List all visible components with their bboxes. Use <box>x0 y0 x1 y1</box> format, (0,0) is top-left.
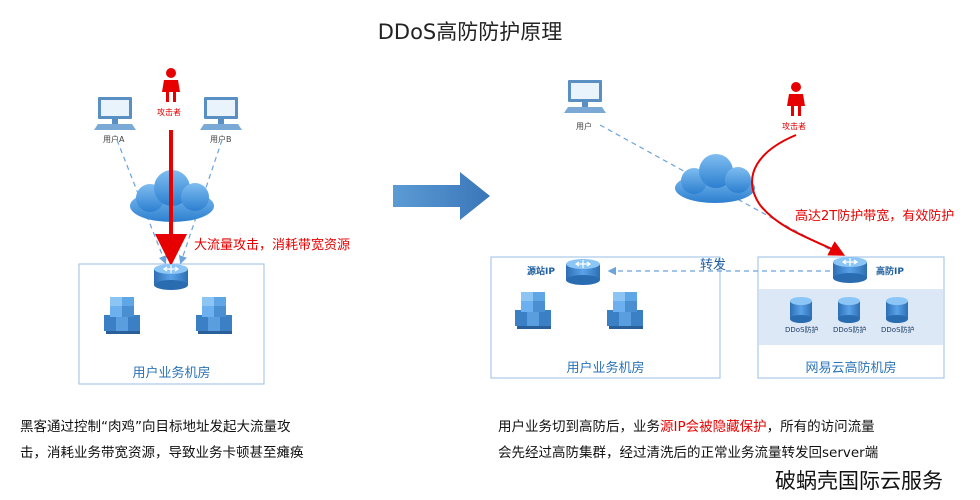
attacker-icon <box>162 68 180 102</box>
user-a-label: 用户A <box>103 135 125 144</box>
right-desc-text-a: 用户业务切到高防后，业务 <box>498 419 660 435</box>
attacker-label: 攻击者 <box>157 108 181 117</box>
bandwidth-caption: 高达2T防护带宽，有效防护 <box>795 209 955 224</box>
transition-arrow <box>393 172 490 220</box>
attack-caption: 大流量攻击，消耗带宽资源 <box>194 238 351 253</box>
ddos-node-2-icon <box>838 297 860 323</box>
right-desc-text-b: ，所有的访问流量 <box>766 419 875 435</box>
right-attacker-label: 攻击者 <box>782 122 806 131</box>
left-room-label: 用户业务机房 <box>132 366 211 381</box>
ddos-label-2: DDoS防护 <box>833 326 867 334</box>
right-user-label: 用户 <box>576 122 592 131</box>
user-a-computer-icon <box>94 97 136 130</box>
left-description: 黑客通过控制“肉鸡”向目标地址发起大流量攻 击，消耗业务带宽资源，导致业务卡顿甚… <box>20 414 304 466</box>
right-user-computer-icon <box>564 80 606 113</box>
right-attack-arrow <box>751 134 846 256</box>
highdef-ip-label: 高防IP <box>876 267 904 277</box>
forward-label: 转发 <box>700 258 727 273</box>
origin-ip-label: 源站IP <box>527 267 555 277</box>
ddos-label-3: DDoS防护 <box>881 326 915 334</box>
ddos-node-1-icon <box>790 297 812 323</box>
user-b-label: 用户B <box>210 135 232 144</box>
left-description-line-2: 击，消耗业务带宽资源，导致业务卡顿甚至瘫痪 <box>20 445 304 461</box>
brand-watermark: 破蜗壳国际云服务 <box>775 469 943 493</box>
origin-router-icon <box>565 258 601 286</box>
right-description-line-2: 会先经过高防集群，经过清洗后的正常业务流量转发回server端 <box>498 445 879 461</box>
right-user-room-label: 用户业务机房 <box>566 361 645 376</box>
left-description-line-1: 黑客通过控制“肉鸡”向目标地址发起大流量攻 <box>20 419 291 435</box>
ddos-label-1: DDoS防护 <box>785 326 819 334</box>
user-flow <box>599 124 701 181</box>
right-description-line-1: 用户业务切到高防后，业务源IP会被隐藏保护，所有的访问流量 <box>498 414 878 440</box>
user-b-computer-icon <box>200 97 242 130</box>
highdef-router-icon <box>832 256 868 284</box>
right-description: 用户业务切到高防后，业务源IP会被隐藏保护，所有的访问流量 会先经过高防集群，经… <box>498 414 878 466</box>
left-router-icon <box>153 263 189 291</box>
page-title: DDoS高防防护原理 <box>377 20 563 44</box>
right-desc-highlight: 源IP会被隐藏保护 <box>660 419 767 435</box>
netease-room-label: 网易云高防机房 <box>805 361 897 376</box>
right-attacker-icon <box>787 82 805 116</box>
right-internet-cloud-icon <box>675 154 755 203</box>
ddos-node-3-icon <box>886 297 908 323</box>
